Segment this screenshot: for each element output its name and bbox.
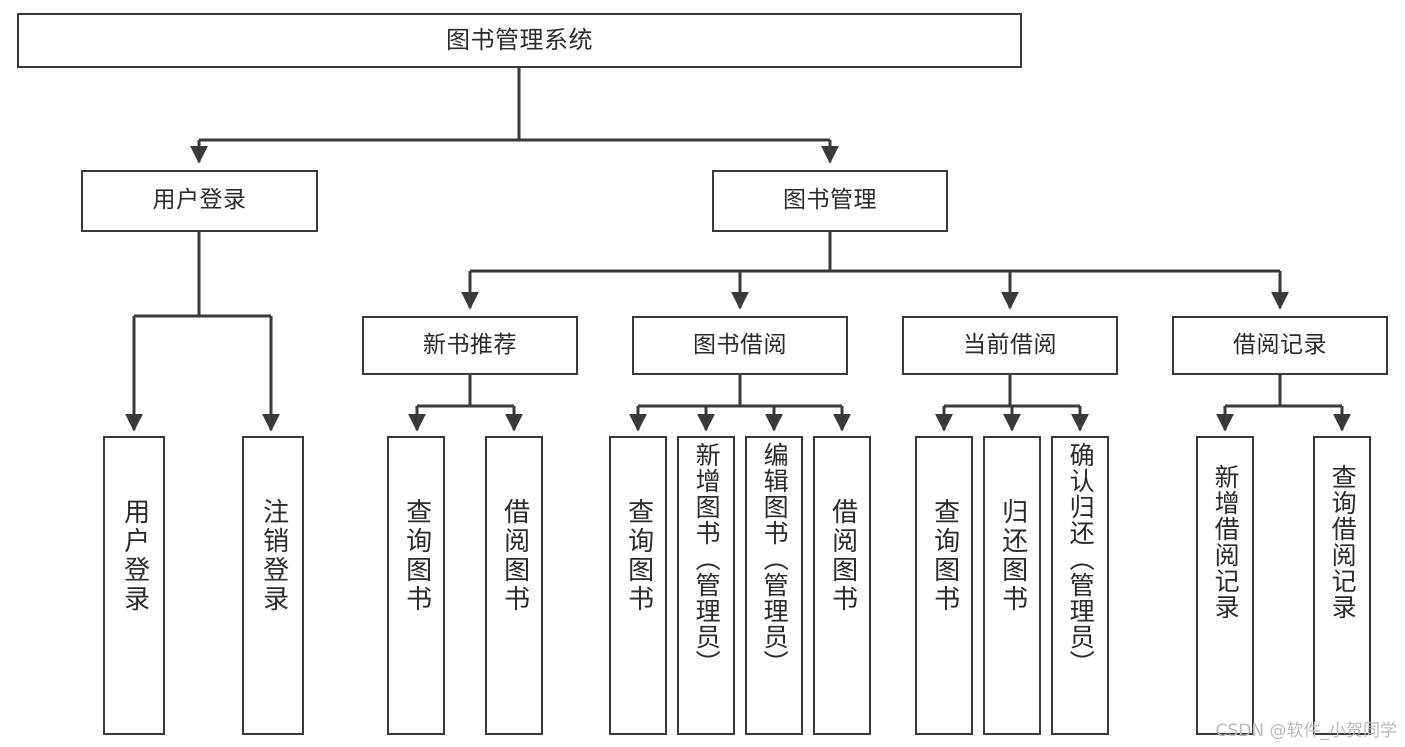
node-label: 借阅记录 bbox=[1233, 331, 1327, 358]
node-label: 编辑图书（管理员） bbox=[760, 442, 790, 676]
node-label: 用户登录 bbox=[119, 498, 150, 614]
node-label: 查询图书 bbox=[623, 498, 654, 614]
node-label: 确认归还（管理员） bbox=[1066, 442, 1096, 676]
node-label: 归还图书 bbox=[997, 498, 1028, 614]
node-new-book-recommend[interactable]: 新书推荐 bbox=[362, 316, 578, 375]
node-current-borrow[interactable]: 当前借阅 bbox=[902, 316, 1118, 375]
node-label: 用户登录 bbox=[152, 187, 247, 214]
node-book-management-system[interactable]: 图书管理系统 bbox=[17, 13, 1022, 68]
node-label: 新增借阅记录 bbox=[1211, 464, 1241, 620]
leaf-return-book[interactable]: 归还图书 bbox=[983, 436, 1041, 735]
node-label: 新增图书（管理员） bbox=[692, 442, 722, 676]
node-label: 查询图书 bbox=[929, 498, 960, 614]
leaf-query-book-3[interactable]: 查询图书 bbox=[915, 436, 973, 735]
node-label: 图书借阅 bbox=[693, 331, 787, 358]
node-book-management[interactable]: 图书管理 bbox=[712, 170, 948, 232]
leaf-logout-login[interactable]: 注销登录 bbox=[242, 436, 304, 735]
node-borrow-record[interactable]: 借阅记录 bbox=[1172, 316, 1388, 375]
node-label: 新书推荐 bbox=[423, 331, 517, 358]
leaf-borrow-book-1[interactable]: 借阅图书 bbox=[485, 436, 543, 735]
leaf-add-book[interactable]: 新增图书（管理员） bbox=[677, 436, 735, 735]
leaf-borrow-book-2[interactable]: 借阅图书 bbox=[813, 436, 871, 735]
node-label: 图书管理系统 bbox=[446, 26, 593, 55]
leaf-query-book-2[interactable]: 查询图书 bbox=[609, 436, 667, 735]
leaf-add-record[interactable]: 新增借阅记录 bbox=[1196, 436, 1254, 735]
node-label: 注销登录 bbox=[258, 498, 289, 614]
node-user-login[interactable]: 用户登录 bbox=[81, 170, 318, 232]
leaf-confirm-return[interactable]: 确认归还（管理员） bbox=[1051, 436, 1109, 735]
leaf-user-login[interactable]: 用户登录 bbox=[103, 436, 165, 735]
node-label: 借阅图书 bbox=[499, 498, 530, 614]
node-label: 查询借阅记录 bbox=[1328, 464, 1358, 620]
node-label: 查询图书 bbox=[401, 498, 432, 614]
leaf-query-book-1[interactable]: 查询图书 bbox=[387, 436, 445, 735]
leaf-query-record[interactable]: 查询借阅记录 bbox=[1313, 436, 1371, 735]
leaf-edit-book[interactable]: 编辑图书（管理员） bbox=[745, 436, 803, 735]
node-label: 借阅图书 bbox=[827, 498, 858, 614]
node-label: 图书管理 bbox=[783, 187, 877, 214]
node-book-borrow[interactable]: 图书借阅 bbox=[632, 316, 848, 375]
node-label: 当前借阅 bbox=[963, 331, 1057, 358]
